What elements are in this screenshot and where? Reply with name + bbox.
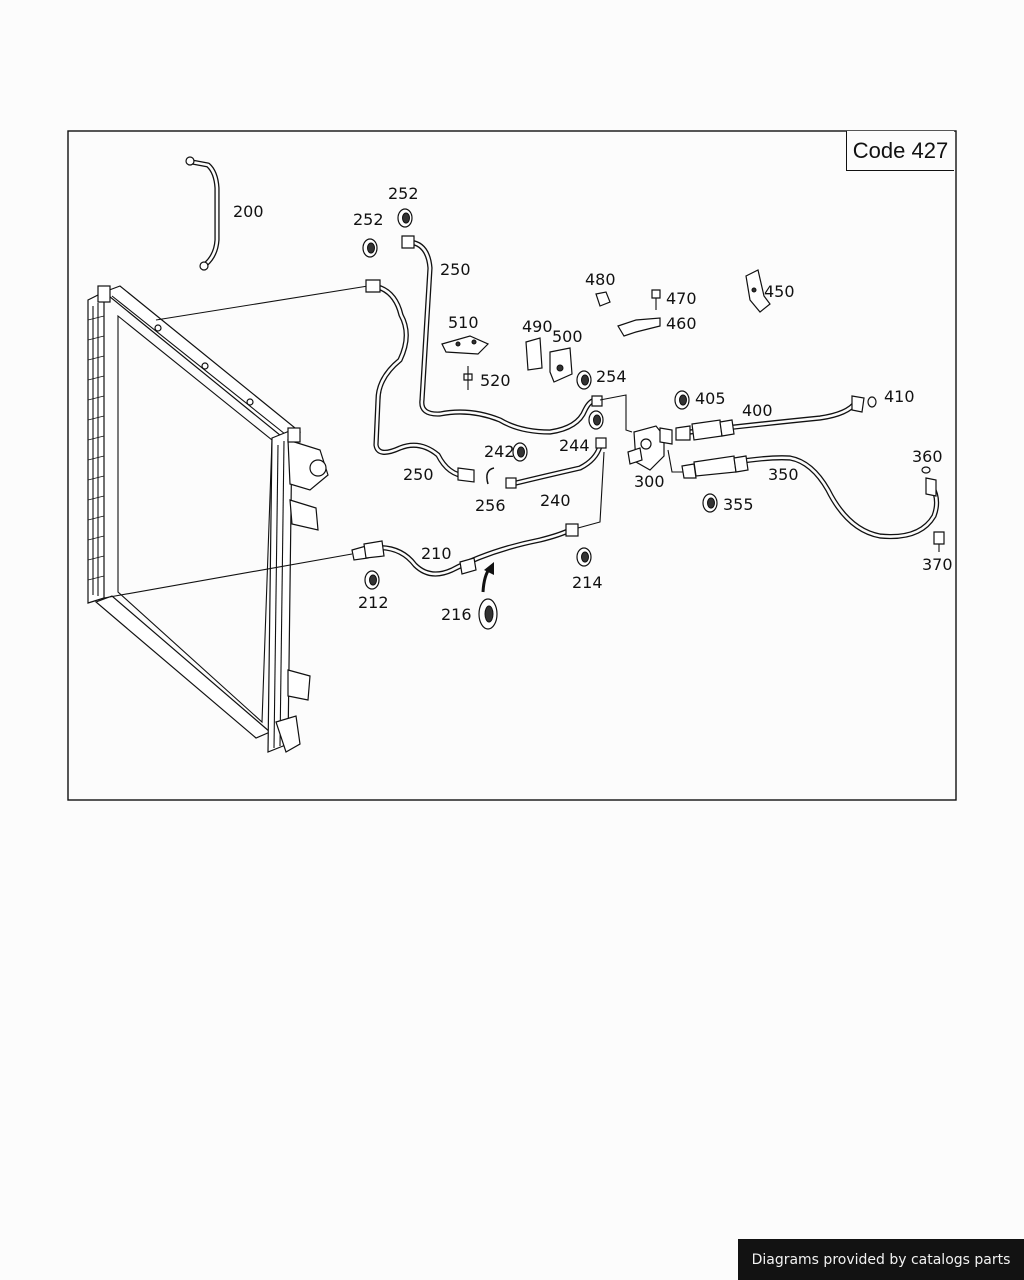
callout-490: 490: [522, 317, 553, 336]
callout-254: 254: [596, 367, 627, 386]
callout-400: 400: [742, 401, 773, 420]
bracket-510: [441, 335, 490, 355]
callout-355: 355: [723, 495, 754, 514]
callout-450: 450: [764, 282, 795, 301]
block-300: [627, 425, 673, 471]
seals: [362, 208, 931, 590]
callout-510: 510: [448, 313, 479, 332]
callout-242: 242: [484, 442, 515, 461]
screws: [463, 289, 945, 552]
code-label: Code 427: [846, 131, 954, 171]
pipe-250-inner: [365, 279, 475, 483]
grommet-216: [478, 562, 498, 630]
radiator: [87, 285, 329, 753]
pipe-350: [681, 455, 940, 540]
footer-text: Diagrams provided by catalogs parts: [751, 1251, 1011, 1268]
callout-labels: 200 252 252 250 250 510 490 500 480 470 …: [233, 184, 953, 624]
pipe-200: [185, 156, 220, 271]
bracket-500: [549, 347, 573, 383]
callout-212: 212: [358, 593, 389, 612]
callout-240: 240: [540, 491, 571, 510]
clip-256: [486, 467, 495, 485]
callout-244: 244: [559, 436, 590, 455]
pipe-240: [505, 437, 607, 489]
callout-256: 256: [475, 496, 506, 515]
pipe-250-upper: [401, 235, 603, 435]
footer-banner: Diagrams provided by catalogs parts: [738, 1239, 1024, 1280]
pipe-400: [675, 395, 865, 441]
callout-216: 216: [441, 605, 472, 624]
callout-200: 200: [233, 202, 264, 221]
callout-460: 460: [666, 314, 697, 333]
callout-470: 470: [666, 289, 697, 308]
callout-370: 370: [922, 555, 953, 574]
callout-500: 500: [552, 327, 583, 346]
callout-250-upper: 250: [440, 260, 471, 279]
bracket-490: [525, 337, 543, 371]
callout-480: 480: [585, 270, 616, 289]
callout-360: 360: [912, 447, 943, 466]
callout-214: 214: [572, 573, 603, 592]
callout-210: 210: [421, 544, 452, 563]
bracket-450: [745, 269, 771, 313]
pipe-210: [351, 523, 579, 577]
callout-252-upper: 252: [388, 184, 419, 203]
bracket-460: [617, 317, 661, 337]
callout-250-lower: 250: [403, 465, 434, 484]
callout-405: 405: [695, 389, 726, 408]
callout-350: 350: [768, 465, 799, 484]
diagram-frame: [67, 130, 957, 801]
callout-300: 300: [634, 472, 665, 491]
callout-520: 520: [480, 371, 511, 390]
callout-410: 410: [884, 387, 915, 406]
callout-252-lower: 252: [353, 210, 384, 229]
